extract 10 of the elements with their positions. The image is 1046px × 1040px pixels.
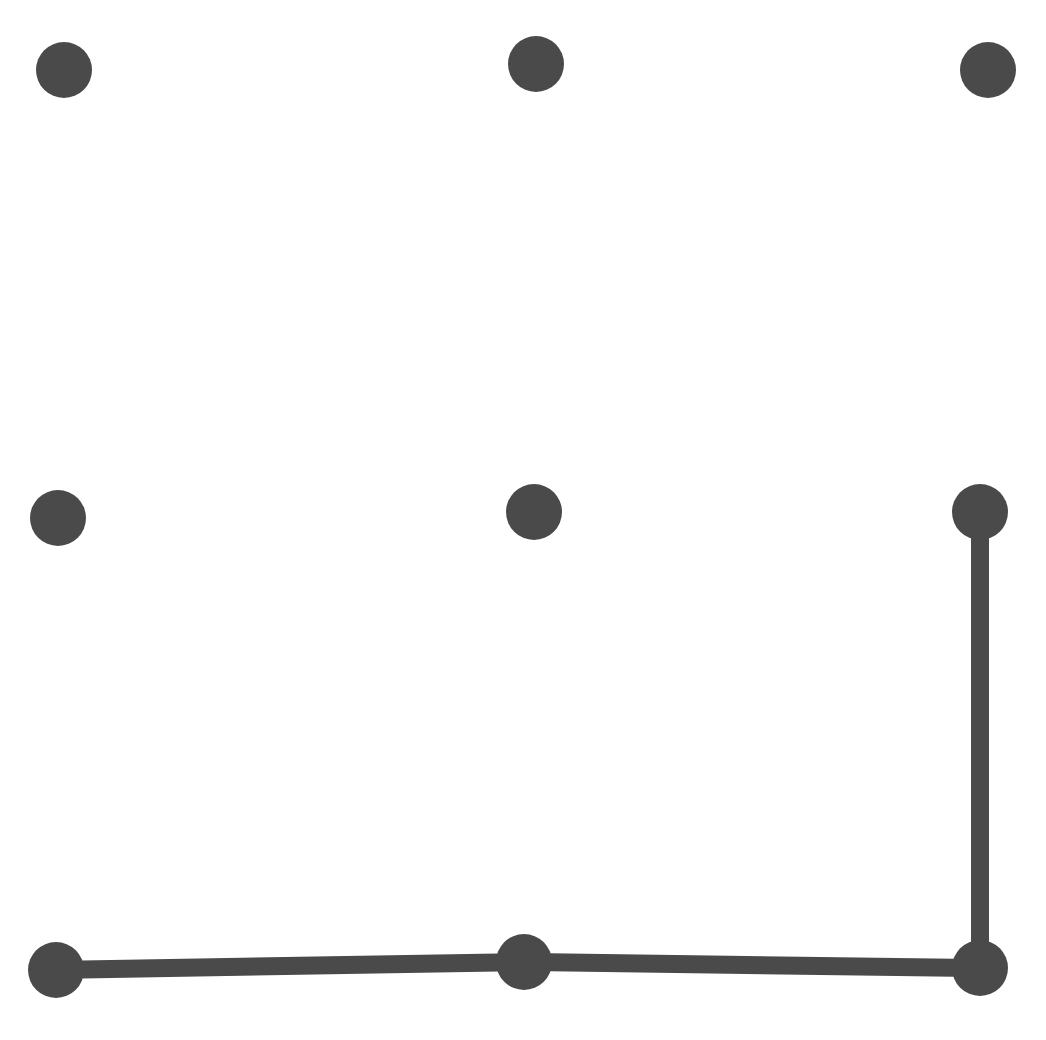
dot xyxy=(952,484,1008,540)
dot xyxy=(36,42,92,98)
dot xyxy=(506,484,562,540)
connector-line xyxy=(81,953,499,979)
dot xyxy=(960,42,1016,98)
connector-line xyxy=(971,538,989,942)
dot xyxy=(30,490,86,546)
connector-line xyxy=(549,953,955,977)
dot xyxy=(508,36,564,92)
dot xyxy=(28,942,84,998)
